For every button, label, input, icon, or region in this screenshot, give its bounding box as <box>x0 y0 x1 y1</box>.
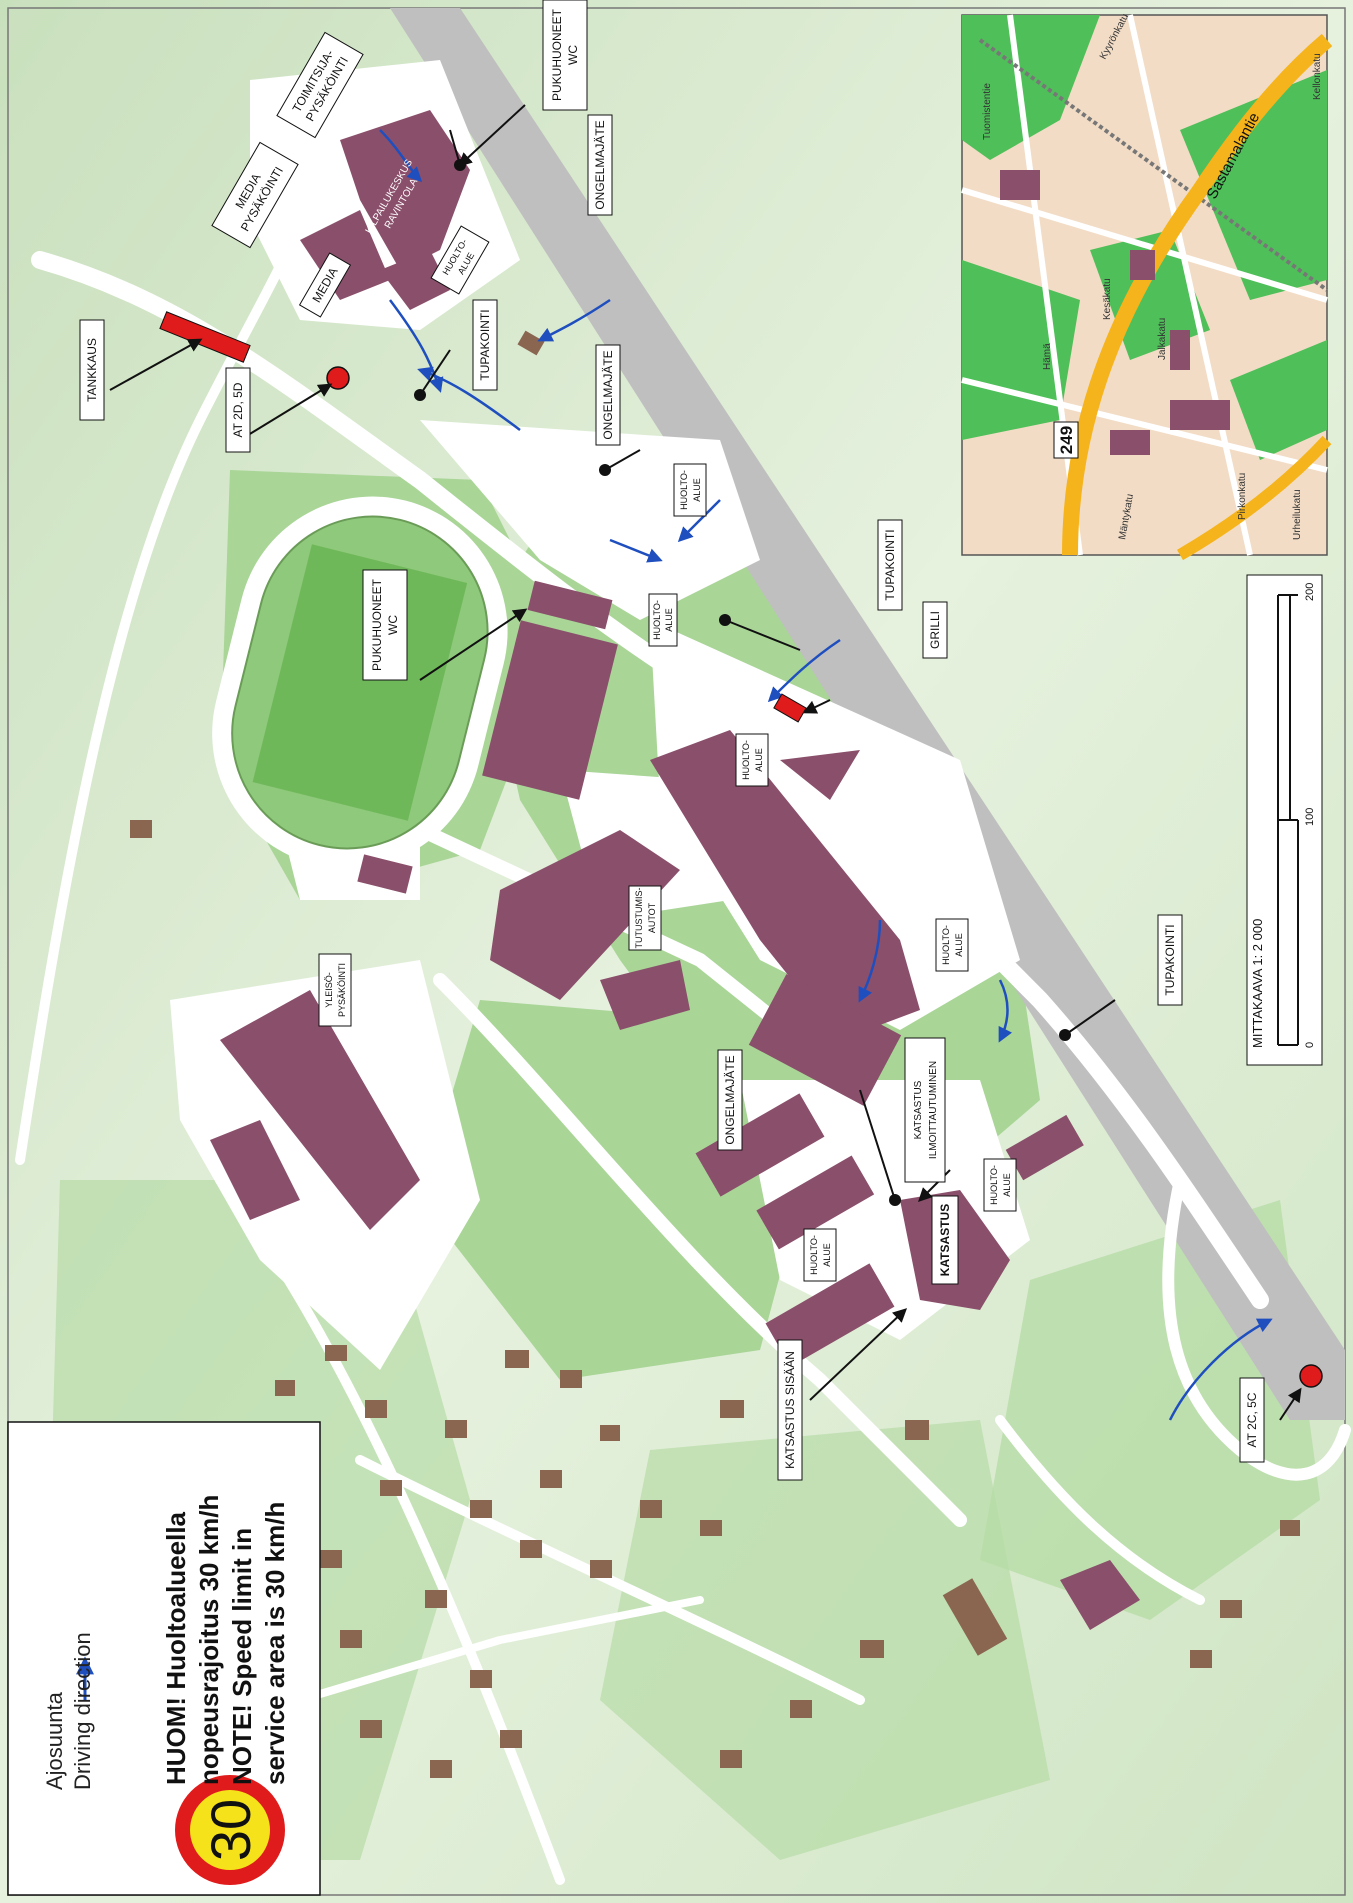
svg-text:ALUE: ALUE <box>1002 1173 1012 1197</box>
legend-note-line4: service area is 30 km/h <box>260 1502 290 1785</box>
scale-tick-100: 100 <box>1304 808 1316 826</box>
svg-text:ONGELMAJÄTE: ONGELMAJÄTE <box>601 350 615 439</box>
svg-text:GRILLI: GRILLI <box>928 611 942 649</box>
at-2c-5c-callout: AT 2C, 5C <box>1239 1377 1265 1463</box>
legend-arrow-label-fi: Ajosuunta <box>42 1691 67 1790</box>
inset-road-number: 249 <box>1053 421 1079 459</box>
svg-text:ALUE: ALUE <box>954 933 964 957</box>
huolto-alue-label-7: HUOLTO- ALUE <box>803 1228 837 1282</box>
tutustumis-autot-label: TUTUSTUMIS- AUTOT <box>628 885 662 951</box>
tupakointi-top-callout: TUPAKOINTI <box>472 299 498 391</box>
inset-map: 249 Sastamalantie Kyyrönkatu Jalkakatu K… <box>961 12 1333 561</box>
katsastus-callout: KATSASTUS <box>931 1195 959 1285</box>
svg-text:AT 2C, 5C: AT 2C, 5C <box>1245 1392 1259 1447</box>
svg-text:KATSASTUS SISÄÄN: KATSASTUS SISÄÄN <box>783 1351 797 1469</box>
svg-text:ALUE: ALUE <box>692 478 702 502</box>
huolto-alue-label-4: HUOLTO- ALUE <box>735 733 769 787</box>
inset-street-5: Hämä <box>1042 343 1053 370</box>
svg-text:KATSASTUS: KATSASTUS <box>938 1204 952 1276</box>
inset-street-2: Jalkakatu <box>1157 318 1168 360</box>
legend-note-line1: HUOM! Huoltoalueella <box>161 1511 191 1785</box>
inset-street-8: Tuomistentie <box>982 83 993 140</box>
huolto-alue-label-5: HUOLTO- ALUE <box>935 918 969 972</box>
pukuhuoneet-top-callout: PUKUHUONEET WC <box>542 0 588 111</box>
speed-limit-sign: 30 <box>175 1775 285 1885</box>
houses <box>130 330 1300 1778</box>
svg-text:TANKKAUS: TANKKAUS <box>85 338 99 402</box>
svg-text:ONGELMAJÄTE: ONGELMAJÄTE <box>593 120 607 209</box>
svg-text:PYSÄKÖINTI: PYSÄKÖINTI <box>337 963 347 1017</box>
highlight-markers <box>159 311 1323 1388</box>
scale-tick-0: 0 <box>1304 1042 1316 1048</box>
svg-text:ALUE: ALUE <box>822 1243 832 1267</box>
svg-text:KATSASTUS: KATSASTUS <box>913 1080 924 1139</box>
ongelmajate-low-callout: ONGELMAJÄTE <box>717 1049 743 1151</box>
inset-street-7: Pirkonkatu <box>1237 473 1248 520</box>
scale-title: MITTAKAAVA 1: 2 000 <box>1250 919 1265 1048</box>
legend: Ajosuunta Driving direction 30 HUOM! Huo… <box>7 1421 321 1896</box>
huolto-alue-label-6: HUOLTO- ALUE <box>983 1158 1017 1212</box>
grilli-marker <box>773 693 807 723</box>
speed-limit-value: 30 <box>199 1799 262 1861</box>
katsastus-ilmoittautuminen-callout: KATSASTUS ILMOITTAUTUMINEN <box>904 1037 946 1183</box>
legend-note-line3: NOTE! Speed limit in <box>227 1528 257 1785</box>
tupakointi-mid-callout: TUPAKOINTI <box>877 519 903 611</box>
legend-arrow-label-en: Driving direction <box>70 1632 95 1790</box>
legend-note-line2: nopeusrajoitus 30 km/h <box>194 1495 224 1785</box>
svg-text:TUPAKOINTI: TUPAKOINTI <box>478 309 492 380</box>
svg-text:HUOLTO-: HUOLTO- <box>941 925 951 965</box>
pukuhuoneet-mid-callout: PUKUHUONEET WC <box>362 569 408 681</box>
at-2d-5d-callout: AT 2D, 5D <box>225 367 251 453</box>
svg-text:HUOLTO-: HUOLTO- <box>652 600 662 640</box>
area-labels: MEDIA KILPAILUKESKUS RAVINTOLA HUOLTO- A… <box>298 157 1017 1282</box>
svg-text:ILMOITTAUTUMINEN: ILMOITTAUTUMINEN <box>928 1061 939 1159</box>
yleiso-pysakointi-label: YLEISÖ- PYSÄKÖINTI <box>318 953 352 1027</box>
inset-street-3: Kesäkatu <box>1102 278 1113 320</box>
katsastus-sisaan-callout: KATSASTUS SISÄÄN <box>777 1339 803 1481</box>
callout-dots <box>414 159 1071 1206</box>
inset-street-9: Kellonkatu <box>1312 53 1323 100</box>
driving-direction-arrows <box>379 129 1273 1421</box>
inset-street-6: Urheilukatu <box>1292 489 1303 540</box>
svg-text:249: 249 <box>1057 426 1076 454</box>
svg-text:TUPAKOINTI: TUPAKOINTI <box>1163 924 1177 995</box>
svg-text:HUOLTO-: HUOLTO- <box>989 1165 999 1205</box>
huolto-alue-label-3: HUOLTO- ALUE <box>648 593 678 647</box>
svg-text:TUPAKOINTI: TUPAKOINTI <box>883 529 897 600</box>
tankkaus-callout: TANKKAUS <box>79 319 105 421</box>
scale-bar: MITTAKAAVA 1: 2 000 0 100 200 <box>1246 574 1323 1066</box>
svg-text:PUKUHUONEET: PUKUHUONEET <box>550 8 564 101</box>
at-2d-5d-marker <box>326 366 350 390</box>
svg-text:HUOLTO-: HUOLTO- <box>679 470 689 510</box>
svg-text:WC: WC <box>566 45 580 65</box>
map-frame <box>7 7 1346 1896</box>
ongelmajate-mid-callout: ONGELMAJÄTE <box>595 344 621 446</box>
huolto-alue-label-1: HUOLTO- ALUE <box>430 225 490 295</box>
svg-text:ALUE: ALUE <box>664 608 674 632</box>
svg-text:YLEISÖ-: YLEISÖ- <box>324 972 334 1008</box>
athletics-track <box>212 496 508 869</box>
svg-text:AUTOT: AUTOT <box>647 902 657 933</box>
svg-text:WC: WC <box>386 615 400 635</box>
svg-text:AT 2D, 5D: AT 2D, 5D <box>231 382 245 437</box>
scale-tick-200: 200 <box>1304 583 1316 601</box>
svg-text:ALUE: ALUE <box>754 748 764 772</box>
svg-text:HUOLTO-: HUOLTO- <box>809 1235 819 1275</box>
ongelmajate-top-callout: ONGELMAJÄTE <box>587 114 613 216</box>
svg-text:ONGELMAJÄTE: ONGELMAJÄTE <box>723 1055 737 1144</box>
svg-text:PUKUHUONEET: PUKUHUONEET <box>370 578 384 671</box>
grilli-callout: GRILLI <box>922 601 948 659</box>
huolto-alue-label-2: HUOLTO- ALUE <box>673 463 707 517</box>
svg-text:HUOLTO-: HUOLTO- <box>741 740 751 780</box>
callout-pointers <box>109 104 1302 1421</box>
at-2c-5c-marker <box>1299 1364 1323 1388</box>
svg-text:TUTUSTUMIS-: TUTUSTUMIS- <box>634 888 644 949</box>
tupakointi-low-callout: TUPAKOINTI <box>1157 914 1183 1006</box>
